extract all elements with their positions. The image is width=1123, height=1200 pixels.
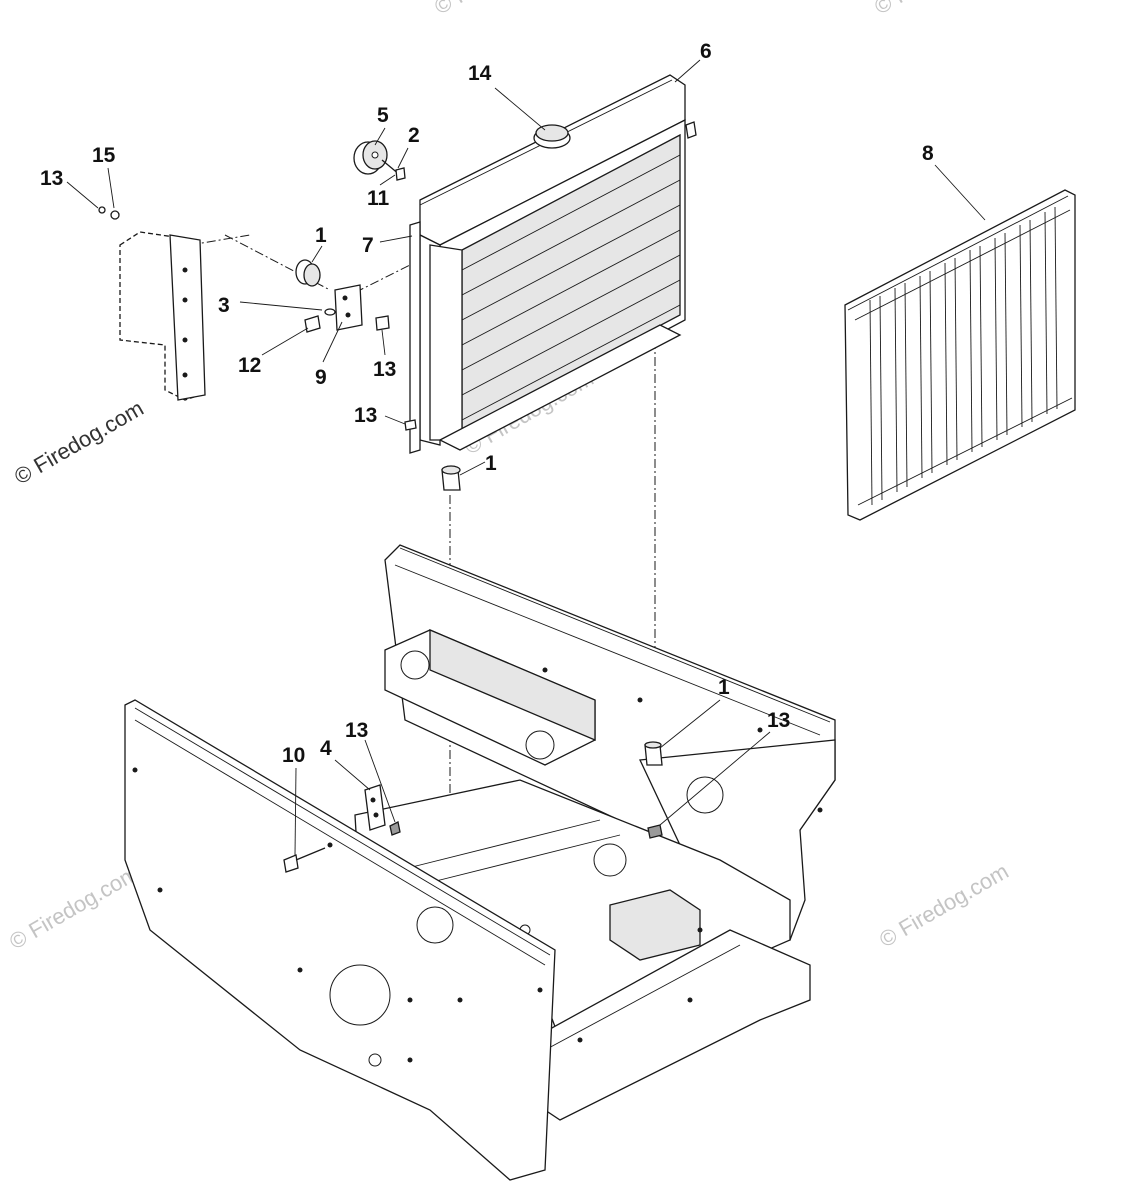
callout-13-frame: 13: [767, 709, 790, 732]
callout-11: 11: [367, 187, 390, 210]
isolator-part-1-upper: [295, 259, 321, 287]
callout-10: 10: [282, 744, 305, 767]
bracket-part-4: [364, 784, 401, 836]
callout-1-radiator: 1: [485, 452, 497, 475]
callout-8: 8: [922, 142, 934, 165]
nut-part-13-bracket: [375, 315, 390, 331]
callout-12: 12: [238, 354, 261, 377]
radiator-part-6: [419, 74, 697, 451]
radiator-cap-part-14: [533, 124, 571, 149]
watermark-top-center: © Firedog.com: [430, 0, 568, 19]
callout-13-top: 13: [40, 167, 63, 190]
grille-part-8: [844, 189, 1076, 521]
left-support-plate: [119, 231, 206, 401]
callout-4: 4: [320, 737, 332, 760]
bolt-part-12: [304, 315, 321, 333]
nut-part-13-top: [98, 206, 106, 214]
radiator-core-fins: [461, 154, 681, 421]
grommet-part-5: [353, 140, 388, 175]
nut-part-13-radiator: [404, 419, 417, 431]
callout-7: 7: [362, 234, 374, 257]
callout-13-bracket: 13: [373, 358, 396, 381]
washer-part-15: [110, 210, 120, 220]
watermark-left: © Firedog.com: [10, 395, 148, 489]
watermark-lower-left: © Firedog.com: [5, 860, 143, 954]
screw-part-10: [283, 847, 326, 873]
mount-part-1-radiator: [441, 465, 461, 491]
callout-1-frame: 1: [718, 676, 730, 699]
callout-3: 3: [218, 294, 230, 317]
callout-13-bracket4: 13: [345, 719, 368, 742]
callout-2: 2: [408, 124, 420, 147]
callout-1-upper: 1: [315, 224, 327, 247]
bracket-part-9: [334, 284, 363, 331]
washer-part-3: [324, 308, 336, 316]
callout-14: 14: [468, 62, 492, 85]
callouts: 6 14 5 2 11 15 13 8 1 7 3 12 9 13 13 1 1…: [40, 40, 934, 767]
chassis-frame: [124, 544, 836, 1181]
shroud-part-7: [409, 221, 421, 454]
callout-9: 9: [315, 366, 327, 389]
bolt-part-2: [381, 159, 406, 181]
leader-lines: [66, 59, 986, 856]
grille-slats: [869, 206, 1058, 506]
callout-6: 6: [700, 40, 712, 63]
watermark-lower-right: © Firedog.com: [875, 858, 1013, 952]
mount-part-1-lower: [644, 741, 663, 839]
callout-5: 5: [377, 104, 389, 127]
watermark-top-right: © Firedog.com: [870, 0, 1008, 19]
callout-15: 15: [92, 144, 116, 167]
callout-13-radiator: 13: [354, 404, 377, 427]
